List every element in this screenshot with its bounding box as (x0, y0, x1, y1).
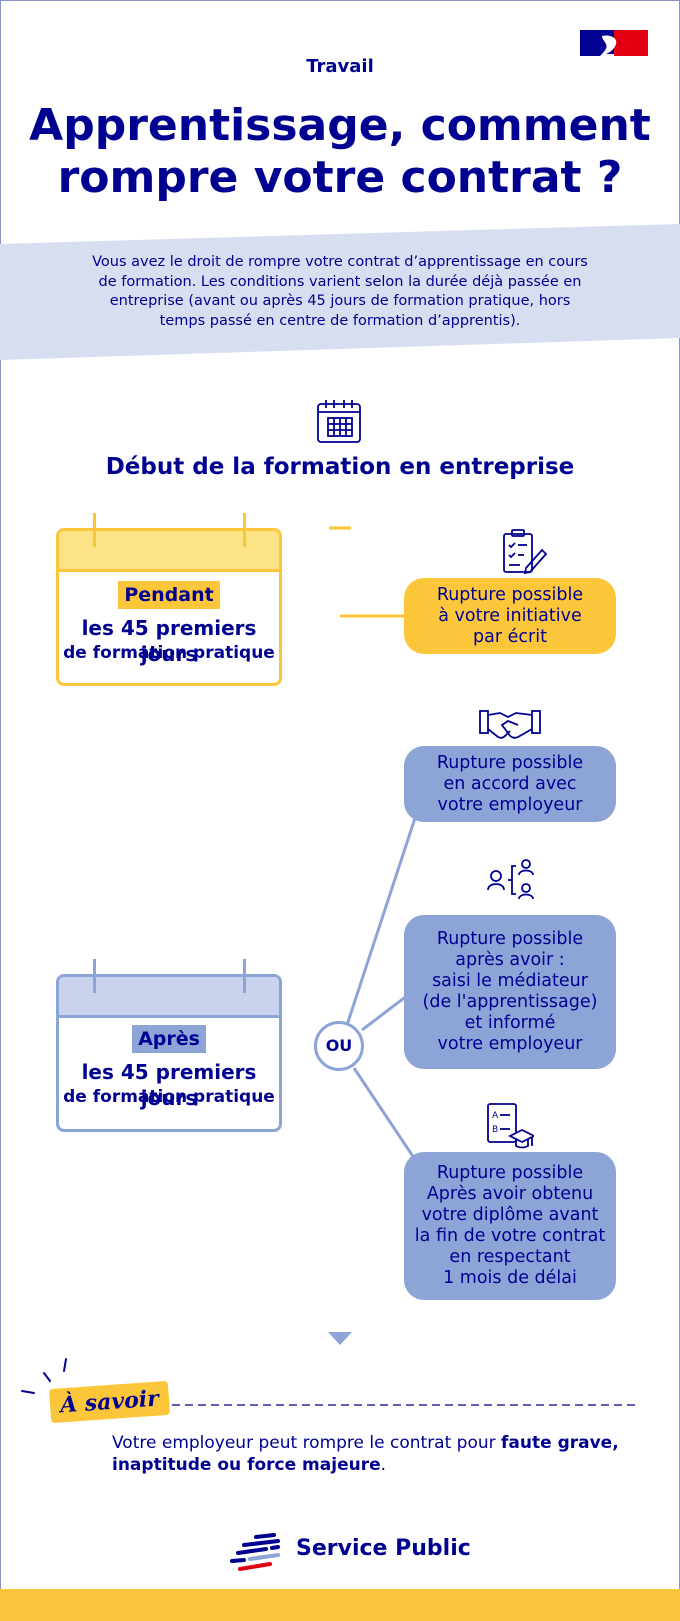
title-line-2: rompre votre contrat ? (57, 152, 623, 203)
option-line: en accord avec (443, 773, 577, 794)
option-bubble-initiative: Rupture possible à votre initiative par … (404, 578, 616, 654)
intro-band (0, 224, 680, 360)
page-title: Apprentissage, comment rompre votre cont… (20, 100, 660, 204)
option-line: votre diplôme avant (421, 1205, 599, 1225)
calendar-ring (243, 959, 246, 993)
option-line: Rupture possible (436, 752, 584, 773)
option-line: la fin de votre contrat (414, 1226, 606, 1246)
calendar-ring (93, 513, 96, 547)
intro-text: Vous avez le droit de rompre votre contr… (92, 254, 588, 329)
branch-diplome (352, 1067, 420, 1165)
sparkle-lines-icon (21, 1358, 67, 1394)
period-after-card: Après les 45 premiers jours de formation… (56, 959, 282, 1132)
option-line: par écrit (473, 626, 547, 647)
period-tag: Après (132, 1025, 206, 1053)
option-line: Rupture possible (436, 1163, 584, 1183)
calendar-header (59, 531, 279, 572)
category-label: Travail (306, 56, 374, 77)
option-line: votre employeur (437, 1034, 583, 1054)
period-line-2: de formation pratique (63, 643, 275, 663)
brand-name: Service Public (296, 1536, 471, 1561)
option-bubble-mediateur: Rupture possible après avoir : saisi le … (404, 915, 616, 1069)
calendar-ring (93, 959, 96, 993)
option-line: et informé (464, 1013, 556, 1033)
title-line-1: Apprentissage, comment (29, 100, 651, 151)
timeline-heading: Début de la formation en entreprise (105, 454, 575, 480)
dashed-divider (172, 1404, 636, 1406)
option-line: à votre initiative (438, 605, 582, 626)
option-line: 1 mois de délai (443, 1268, 577, 1288)
savoir-text-part: Votre employeur peut rompre le contrat p… (112, 1433, 502, 1453)
savoir-text: Votre employeur peut rompre le contrat p… (112, 1432, 652, 1476)
period-line-1: les 45 premiers jours (81, 616, 257, 666)
option-line: Rupture possible (436, 584, 584, 605)
period-line-1: les 45 premiers jours (81, 1060, 257, 1110)
option-bubble-diplome: Rupture possible Après avoir obtenu votr… (404, 1152, 616, 1300)
handshake-icon (479, 710, 541, 739)
calendar-ring (243, 513, 246, 547)
footer-bar (0, 1589, 680, 1621)
option-line: saisi le médiateur (432, 971, 588, 991)
branch-mediateur (361, 990, 413, 1032)
republique-francaise-logo (580, 30, 648, 56)
option-line: (de l'apprentissage) (422, 992, 598, 1012)
option-line: votre employeur (437, 794, 583, 815)
diploma-test-icon: A B (487, 1103, 534, 1149)
svg-text:A: A (492, 1111, 499, 1121)
service-public-logo-icon (230, 1533, 280, 1571)
period-before-card: Pendant les 45 premiers jours de formati… (56, 513, 282, 686)
calendar-icon (317, 400, 361, 443)
period-tag: Pendant (118, 581, 220, 609)
calendar-header (59, 977, 279, 1018)
savoir-text-end: . (380, 1455, 387, 1475)
option-bubble-accord: Rupture possible en accord avec votre em… (404, 746, 616, 822)
branch-accord (345, 805, 421, 1026)
mediator-people-icon (487, 859, 534, 900)
signed-document-icon (503, 529, 548, 575)
timeline-arrowhead (328, 1332, 352, 1345)
svg-text:B: B (492, 1125, 498, 1135)
ou-junction: OU (314, 1021, 364, 1071)
period-line-2: de formation pratique (63, 1087, 275, 1107)
option-line: Rupture possible (436, 929, 584, 949)
option-line: Après avoir obtenu (426, 1184, 594, 1204)
option-line: après avoir : (455, 950, 565, 970)
option-line: en respectant (449, 1247, 571, 1267)
savoir-text-bold: faute grave, inaptitude ou force majeure (112, 1433, 619, 1475)
